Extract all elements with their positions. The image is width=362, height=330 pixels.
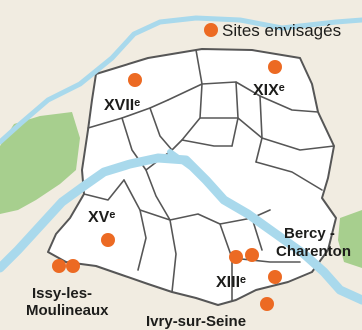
site-marker bbox=[128, 73, 142, 87]
label-ivry: Ivry-sur-Seine bbox=[146, 313, 246, 330]
seine-river bbox=[0, 15, 362, 145]
site-marker bbox=[101, 233, 115, 247]
label-xvii: XVIIᵉ bbox=[104, 97, 140, 114]
label-moulineaux: Moulineaux bbox=[26, 302, 109, 319]
arrondissement-boundaries bbox=[83, 49, 335, 301]
legend-marker-icon bbox=[204, 23, 218, 37]
bois-de-vincennes-park bbox=[338, 210, 362, 268]
site-marker bbox=[66, 259, 80, 273]
legend-label: Sites envisagés bbox=[222, 21, 341, 40]
site-marker bbox=[268, 60, 282, 74]
label-xix: XIXᵉ bbox=[253, 82, 285, 99]
paris-city-area bbox=[47, 48, 337, 306]
site-markers bbox=[52, 60, 282, 311]
label-bercy: Bercy - bbox=[284, 225, 335, 242]
label-xiii: XIIIᵉ bbox=[216, 274, 246, 291]
label-issy: Issy-les- bbox=[32, 285, 92, 302]
site-marker bbox=[245, 248, 259, 262]
site-marker bbox=[229, 250, 243, 264]
site-marker bbox=[52, 259, 66, 273]
site-marker bbox=[268, 270, 282, 284]
label-charenton: Charenton bbox=[276, 243, 351, 260]
seine-river bbox=[167, 149, 231, 205]
site-marker bbox=[260, 297, 274, 311]
label-xv: XVᵉ bbox=[88, 209, 115, 226]
bois-de-boulogne-park bbox=[0, 112, 80, 214]
